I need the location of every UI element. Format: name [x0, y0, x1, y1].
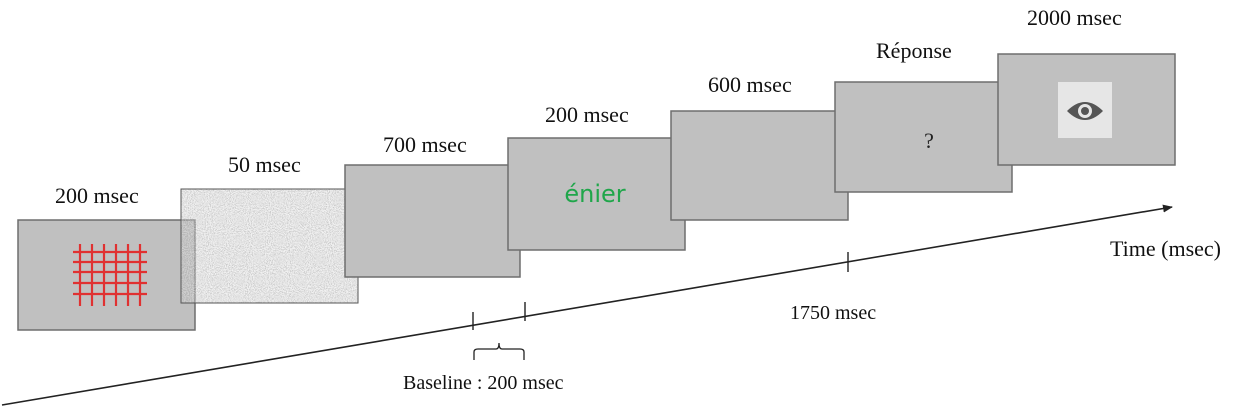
time-axis [1, 204, 1173, 406]
screen-blank-600: 600 msec [670, 72, 849, 221]
screen-label: Réponse [876, 38, 952, 63]
screen-label: 200 msec [55, 183, 139, 208]
screen-panel [507, 137, 686, 251]
screen-fixation-grid: 200 msec [17, 183, 196, 331]
screen-response: Réponse ? [834, 38, 1013, 193]
red-grid-stimulus [73, 244, 147, 306]
screen-panel [834, 81, 1013, 193]
screen-eye: 2000 msec [997, 5, 1176, 166]
question-mark: ? [924, 128, 934, 153]
baseline-label: Baseline : 200 msec [403, 372, 564, 394]
stimulus-word: énier [564, 180, 625, 208]
screen-panel [344, 164, 521, 278]
screen-label: 2000 msec [1027, 5, 1122, 30]
time-axis-label: Time (msec) [1110, 236, 1221, 261]
baseline-bracket [473, 342, 525, 360]
screen-label: 50 msec [228, 152, 301, 177]
screen-panel [17, 219, 196, 331]
screen-blank-700: 700 msec [344, 132, 521, 278]
noise-mask-panel [181, 189, 358, 303]
screen-word: 200 msec énier [507, 102, 686, 251]
screen-panel [670, 110, 849, 221]
screen-noise-mask: 50 msec [180, 152, 359, 304]
screen-label: 700 msec [383, 132, 467, 157]
eye-icon [1058, 82, 1112, 138]
response-tick-label: 1750 msec [790, 302, 876, 324]
screen-label: 600 msec [708, 72, 792, 97]
screen-label: 200 msec [545, 102, 629, 127]
